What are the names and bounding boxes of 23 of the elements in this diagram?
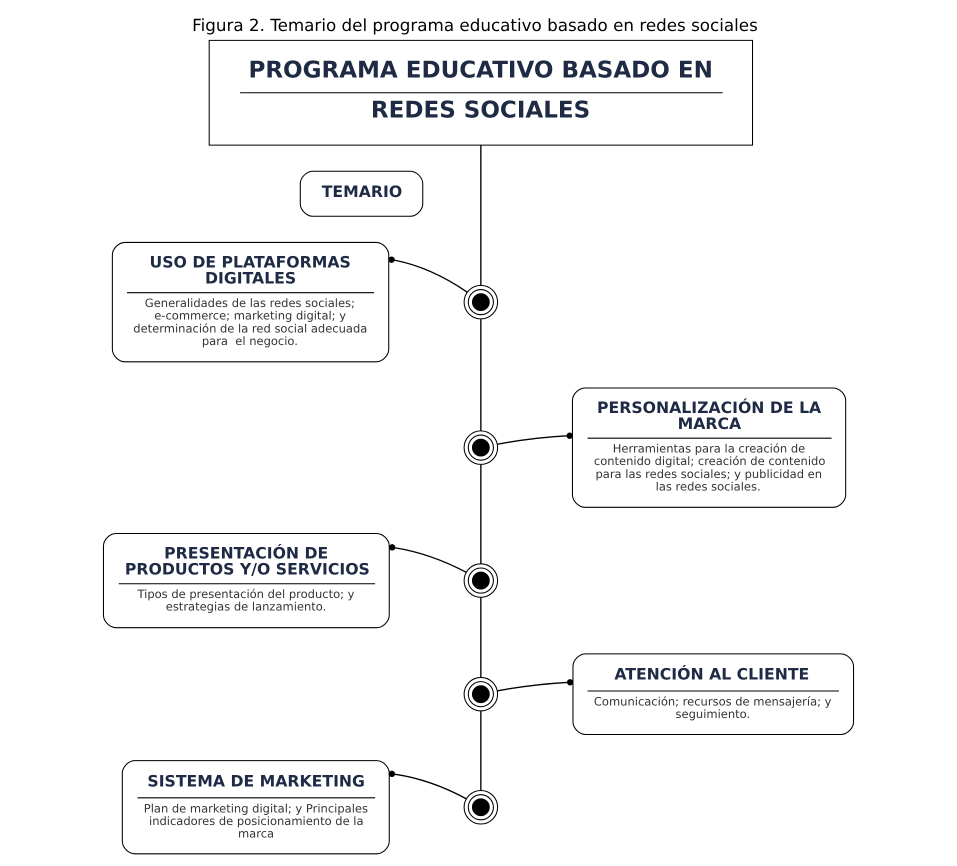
node-box: PERSONALIZACIÓN DE LA MARCA Herramientas para la creación de contenido digital; creación de contenido para las redes sociales; y publicidad en las redes sociales.: [572, 386, 846, 508]
connector: [480, 318, 482, 430]
connector: [480, 710, 482, 790]
node-box: USO DE PLATAFORMAS DIGITALES Generalidades de las redes sociales; e-commerce; marketing digital; y determinación de la red social adecuada para el negocio.: [112, 241, 390, 362]
caption: Figura 2. Temario del programa educativo basado en redes sociales: [192, 14, 758, 34]
node-box: ATENCIÓN AL CLIENTE Comunicación; recursos de mensajería; y seguimiento.: [572, 652, 854, 734]
node-box: PRESENTACIÓN DE PRODUCTOS Y/O SERVICIOS Tipos de presentación del producto; y estrategias de lanzamiento.: [102, 532, 390, 628]
connector: [480, 144, 482, 285]
connector: [389, 544, 467, 572]
node-box: TEMARIO: [300, 170, 424, 216]
node-circle: [464, 789, 498, 824]
connector: [498, 678, 574, 691]
node-box: PROGRAMA EDUCATIVO BASADO EN REDES SOCIALES: [208, 39, 754, 146]
connector: [388, 256, 468, 292]
node-circle: [464, 430, 498, 464]
connector: [480, 597, 482, 677]
connector: [497, 432, 573, 444]
node-circle: [464, 284, 498, 319]
connector: [480, 464, 482, 564]
node-box: SISTEMA DE MARKETING Plan de marketing digital; y Principales indicadores de posicionamiento de la marca: [122, 760, 390, 854]
connector: [388, 770, 467, 799]
node-circle: [464, 676, 498, 711]
node-circle: [464, 562, 498, 598]
